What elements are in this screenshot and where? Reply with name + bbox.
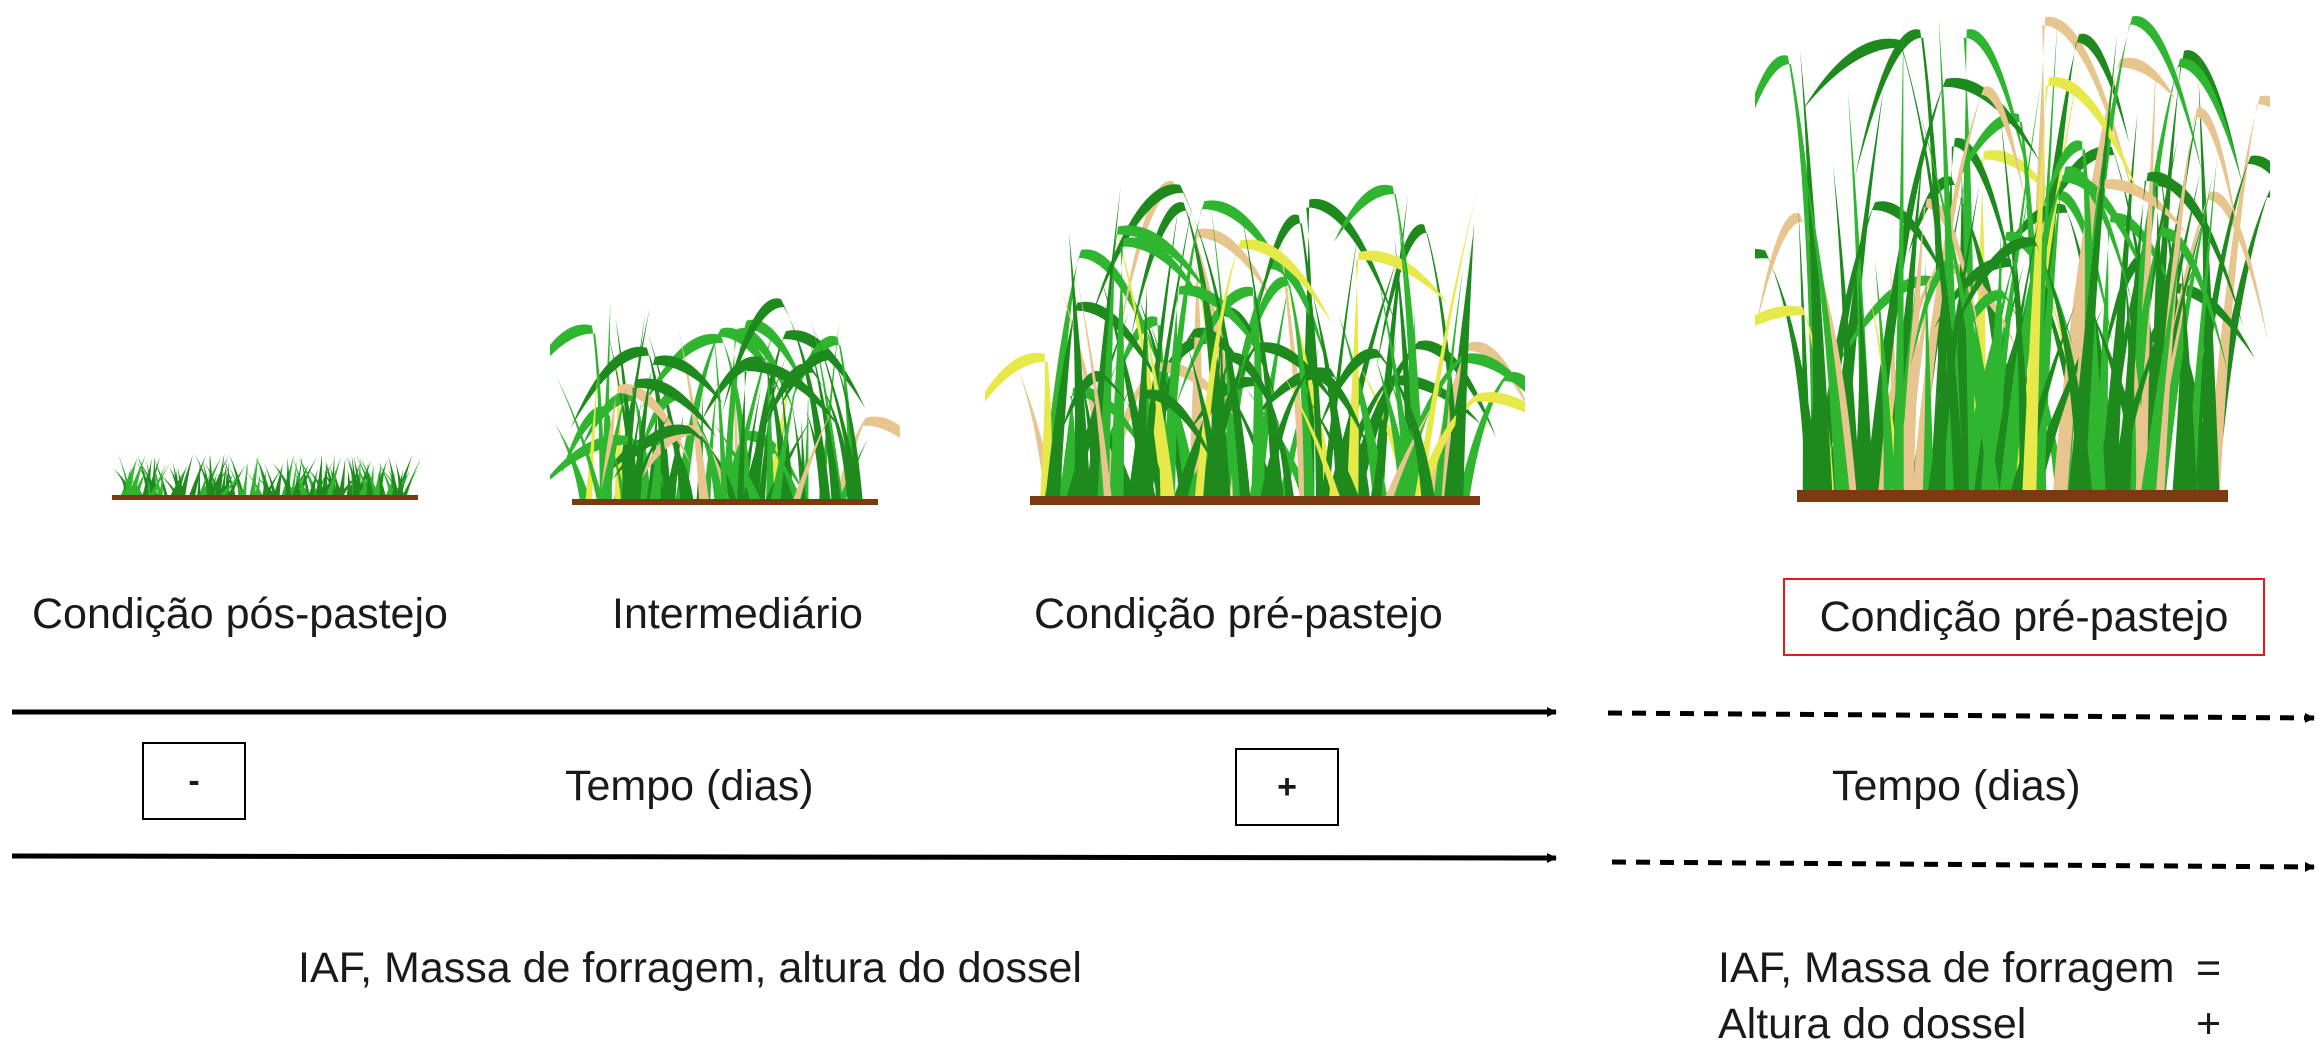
arrow-time-top-dashed bbox=[1607, 710, 2315, 723]
grass-tall-icon bbox=[985, 180, 1525, 505]
time-label-left: Tempo (dias) bbox=[565, 762, 814, 810]
stage-label-intermediate: Intermediário bbox=[612, 590, 863, 638]
stage-label-pre-grazing-highlighted: Condição pré-pastejo bbox=[1783, 578, 2265, 656]
grass-tallest-icon bbox=[1755, 15, 2270, 502]
grass-medium-icon bbox=[550, 298, 900, 505]
plus-box: + bbox=[1235, 748, 1339, 826]
grass-short-icon bbox=[112, 453, 420, 500]
minus-box: - bbox=[142, 742, 246, 820]
arrow-time-bottom-dashed bbox=[1611, 859, 2315, 872]
variables-right-iaf: IAF, Massa de forragem bbox=[1718, 944, 2175, 992]
variables-right-height-sign: + bbox=[2196, 1000, 2222, 1048]
stage-label-pre-grazing: Condição pré-pastejo bbox=[1034, 590, 1443, 638]
variables-right-iaf-sign: = bbox=[2196, 944, 2222, 992]
variables-left: IAF, Massa de forragem, altura do dossel bbox=[298, 944, 1082, 992]
time-label-right: Tempo (dias) bbox=[1832, 762, 2081, 810]
stage-label-post-grazing: Condição pós-pastejo bbox=[32, 590, 448, 638]
plus-sign: + bbox=[1277, 767, 1297, 806]
minus-sign: - bbox=[188, 761, 200, 800]
highlight-label-text: Condição pré-pastejo bbox=[1819, 592, 2229, 641]
variables-right-height: Altura do dossel bbox=[1718, 1000, 2027, 1048]
arrow-time-bottom-solid bbox=[11, 852, 1557, 863]
